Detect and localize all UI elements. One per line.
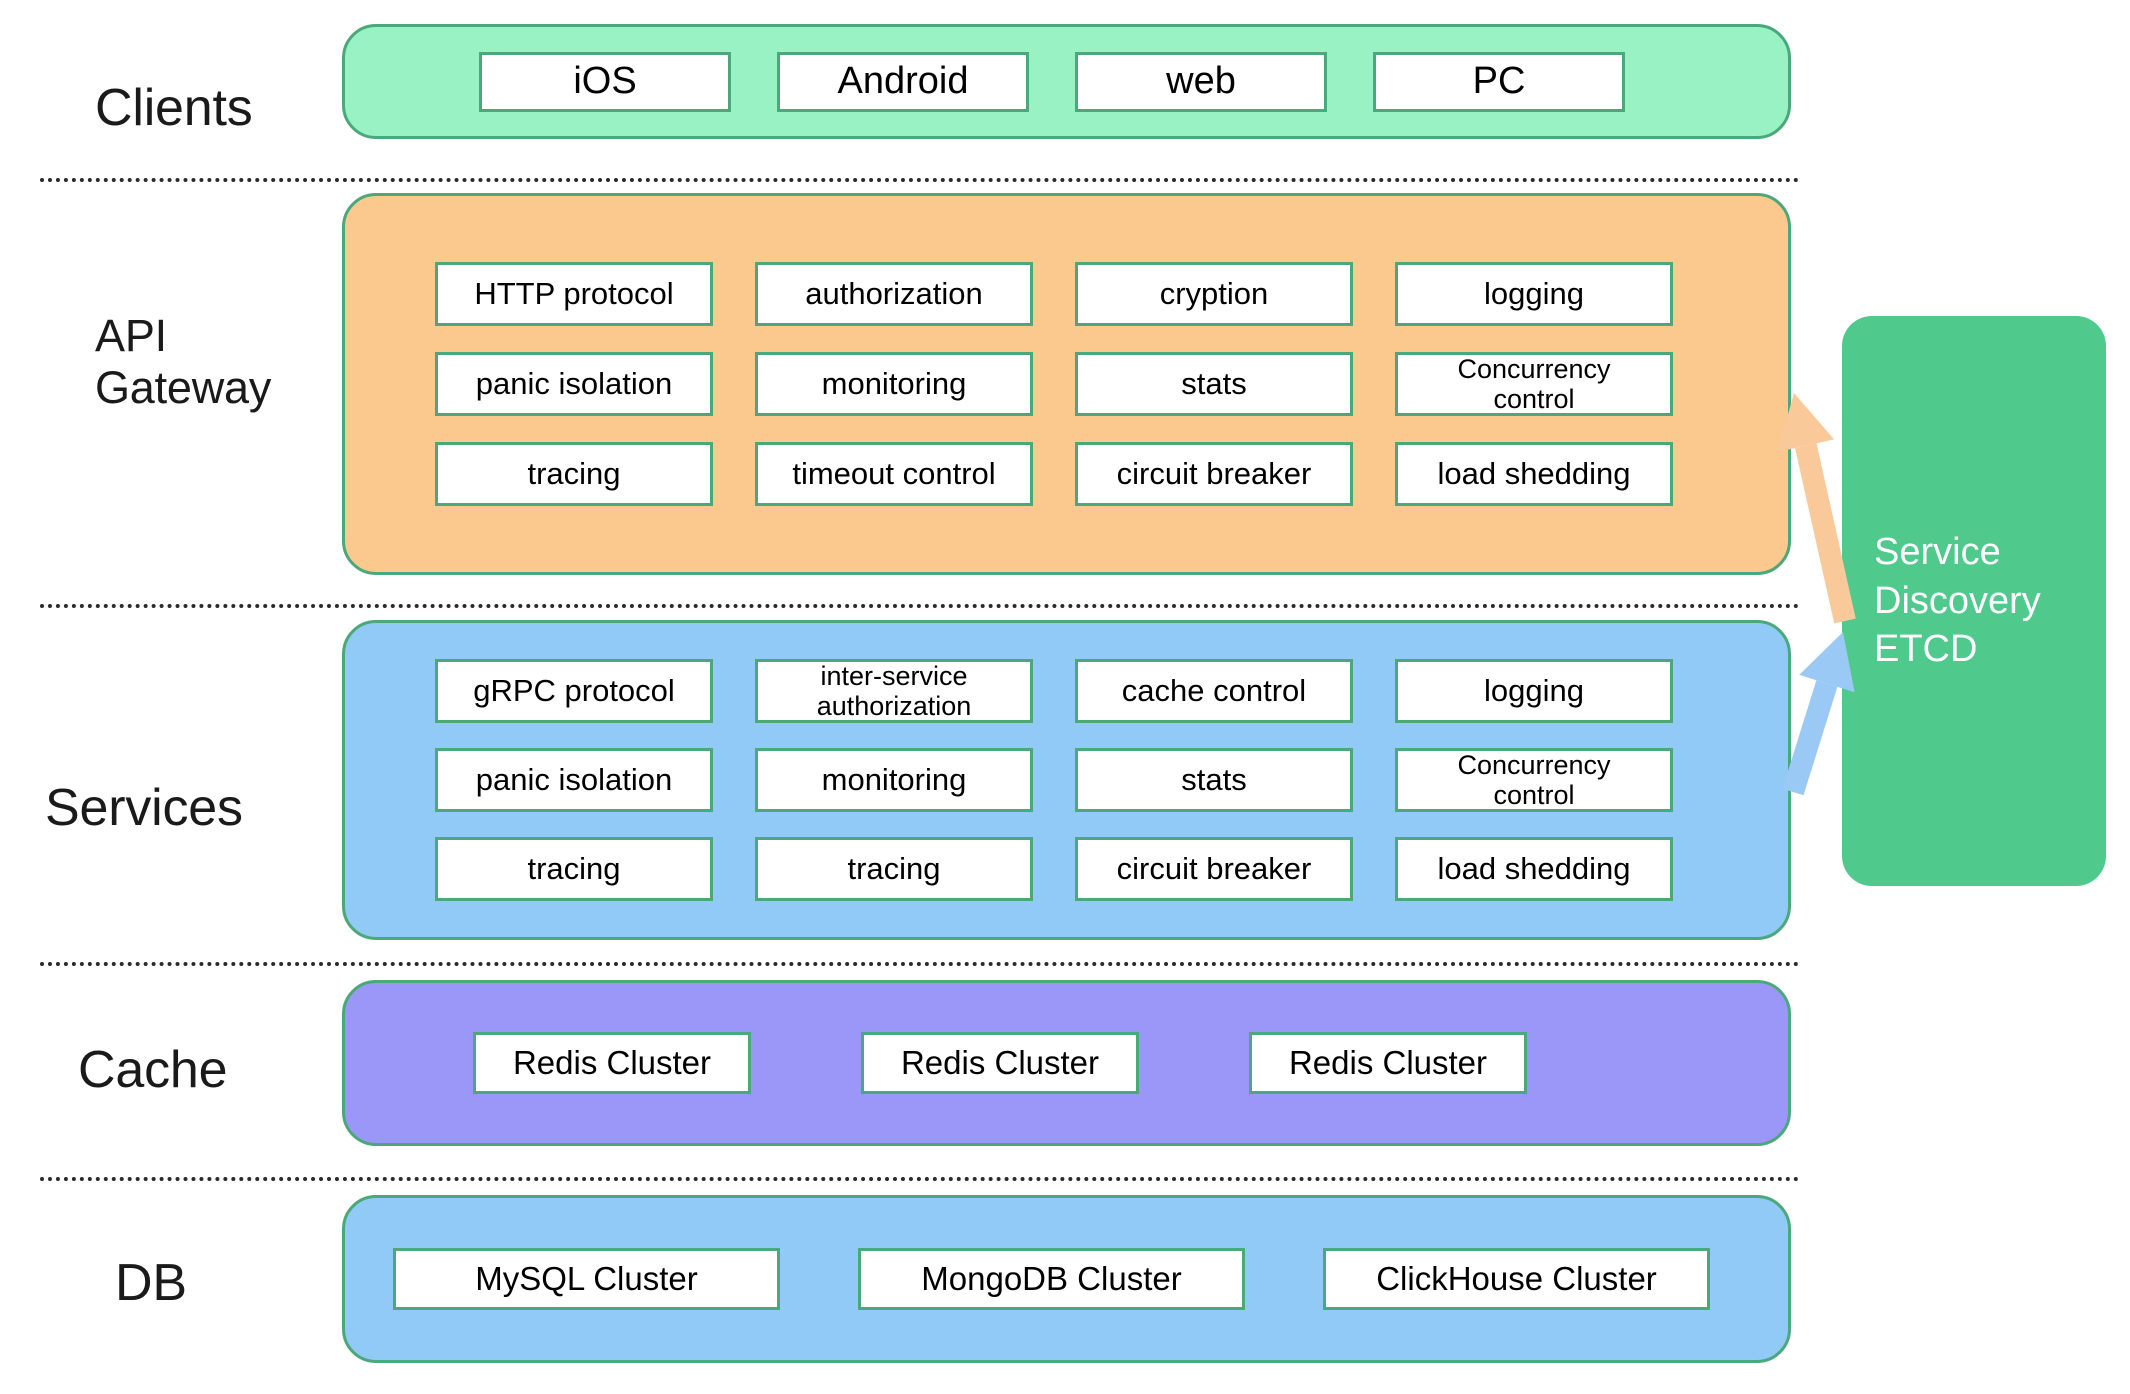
api-box-logging[interactable]: logging [1395,262,1673,326]
service-box-grpc-protocol[interactable]: gRPC protocol [435,659,713,723]
api-box-load-shedding[interactable]: load shedding [1395,442,1673,506]
api-box-circuit-breaker[interactable]: circuit breaker [1075,442,1353,506]
service-box-tracing-2[interactable]: tracing [755,837,1033,901]
api-gateway-row-3: tracing timeout control circuit breaker … [435,442,1788,506]
tier-band-cache: Redis Cluster Redis Cluster Redis Cluste… [342,980,1791,1146]
api-box-monitoring[interactable]: monitoring [755,352,1033,416]
db-box-mongodb-cluster[interactable]: MongoDB Cluster [858,1248,1245,1310]
service-box-concurrency-control[interactable]: Concurrency control [1395,748,1673,812]
db-box-mysql-cluster[interactable]: MySQL Cluster [393,1248,780,1310]
service-box-monitoring[interactable]: monitoring [755,748,1033,812]
api-box-timeout-control[interactable]: timeout control [755,442,1033,506]
api-box-stats[interactable]: stats [1075,352,1353,416]
tier-band-services: gRPC protocol inter-service authorizatio… [342,620,1791,940]
service-box-stats[interactable]: stats [1075,748,1353,812]
service-box-circuit-breaker[interactable]: circuit breaker [1075,837,1353,901]
api-gateway-row-1: HTTP protocol authorization cryption log… [435,262,1788,326]
service-box-cache-control[interactable]: cache control [1075,659,1353,723]
clients-row: iOS Android web PC [345,51,1788,112]
api-box-concurrency-control[interactable]: Concurrency control [1395,352,1673,416]
services-row-3: tracing tracing circuit breaker load she… [435,837,1788,901]
cache-box-redis-cluster-1[interactable]: Redis Cluster [473,1032,751,1094]
client-box-ios[interactable]: iOS [479,51,731,112]
tier-band-api-gateway: HTTP protocol authorization cryption log… [342,193,1791,575]
client-box-android[interactable]: Android [777,51,1029,112]
divider-clients-api [40,178,1800,182]
services-row-1: gRPC protocol inter-service authorizatio… [435,659,1788,723]
service-box-load-shedding[interactable]: load shedding [1395,837,1673,901]
divider-services-cache [40,962,1800,966]
cache-row: Redis Cluster Redis Cluster Redis Cluste… [345,1032,1788,1094]
api-box-cryption[interactable]: cryption [1075,262,1353,326]
tier-band-clients: iOS Android web PC [342,24,1791,139]
services-row-2: panic isolation monitoring stats Concurr… [435,748,1788,812]
api-box-authorization[interactable]: authorization [755,262,1033,326]
service-box-logging[interactable]: logging [1395,659,1673,723]
tier-label-clients: Clients [95,79,253,137]
divider-api-services [40,604,1800,608]
client-box-pc[interactable]: PC [1373,51,1625,112]
service-box-inter-service-authorization[interactable]: inter-service authorization [755,659,1033,723]
divider-cache-db [40,1177,1800,1181]
service-box-tracing-1[interactable]: tracing [435,837,713,901]
cache-box-redis-cluster-3[interactable]: Redis Cluster [1249,1032,1527,1094]
api-gateway-row-2: panic isolation monitoring stats Concurr… [435,352,1788,416]
db-row: MySQL Cluster MongoDB Cluster ClickHouse… [345,1248,1788,1310]
tier-label-db: DB [115,1254,187,1312]
tier-label-services: Services [45,779,243,837]
db-box-clickhouse-cluster[interactable]: ClickHouse Cluster [1323,1248,1710,1310]
tier-label-api-gateway: API Gateway [95,310,272,414]
tier-label-cache: Cache [78,1041,228,1099]
service-box-panic-isolation[interactable]: panic isolation [435,748,713,812]
api-box-http-protocol[interactable]: HTTP protocol [435,262,713,326]
service-discovery-etcd-box[interactable]: Service Discovery ETCD [1842,316,2106,886]
api-box-tracing[interactable]: tracing [435,442,713,506]
client-box-web[interactable]: web [1075,51,1327,112]
tier-band-db: MySQL Cluster MongoDB Cluster ClickHouse… [342,1195,1791,1363]
service-discovery-label: Service Discovery ETCD [1874,531,2041,671]
api-box-panic-isolation[interactable]: panic isolation [435,352,713,416]
cache-box-redis-cluster-2[interactable]: Redis Cluster [861,1032,1139,1094]
